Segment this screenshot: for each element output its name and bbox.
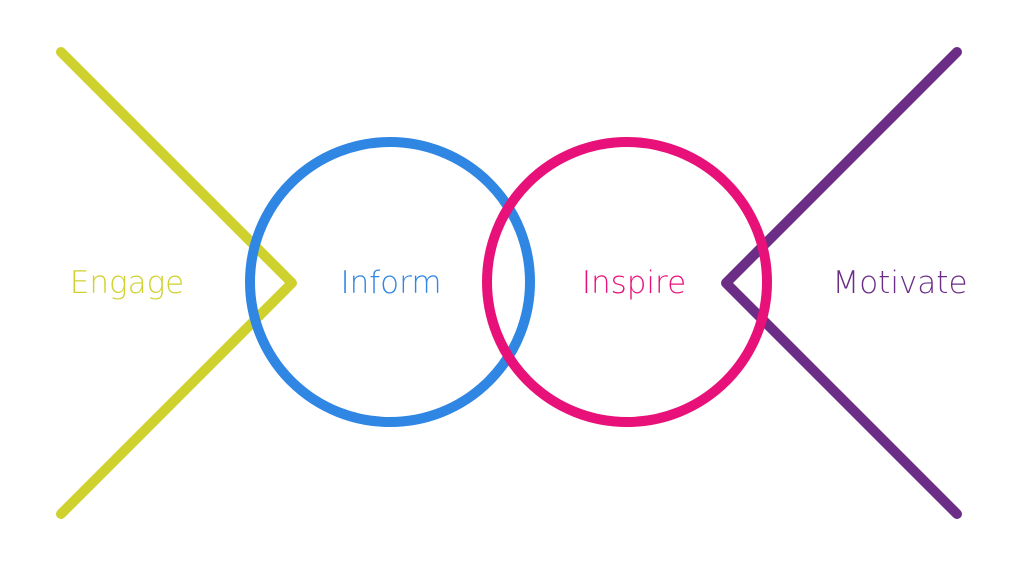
- engage-label: Engage: [70, 265, 185, 301]
- inspire-label: Inspire: [582, 265, 686, 301]
- motivate-chevron: [721, 47, 962, 519]
- inform-label: Inform: [340, 265, 441, 301]
- inspire-circle: [482, 137, 772, 427]
- inform-circle: [245, 137, 535, 427]
- engage-chevron: [56, 47, 297, 519]
- motivate-label: Motivate: [832, 265, 967, 301]
